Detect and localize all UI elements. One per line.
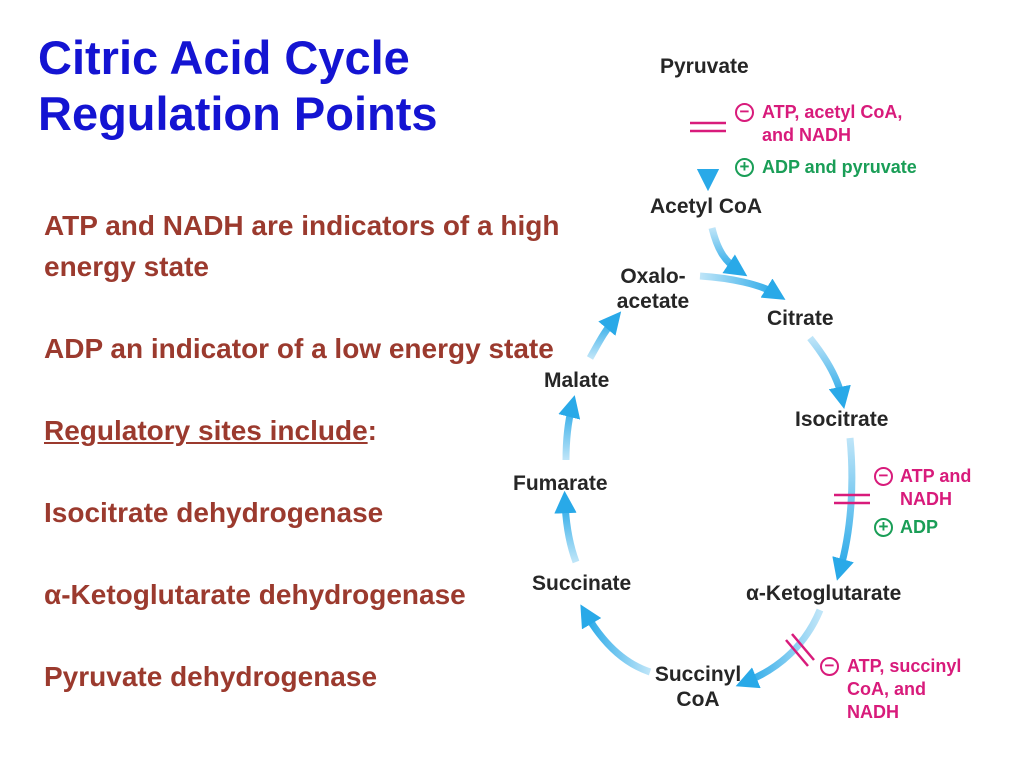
title-line-1: Citric Acid Cycle: [38, 31, 410, 84]
akgdh-inhibitors-line-3: NADH: [847, 702, 899, 722]
label-succinyl-coa: Succinyl CoA: [648, 662, 748, 712]
arrow-fumarate-to-malate: [558, 395, 581, 461]
label-succinate: Succinate: [532, 572, 632, 595]
idh-inhibition-bars: [834, 493, 870, 505]
minus-icon: −: [735, 103, 754, 122]
akgdh-inhibitors: ATP, succinyl CoA, and NADH: [847, 655, 961, 724]
plus-icon: +: [735, 158, 754, 177]
title-line-2: Regulation Points: [38, 87, 438, 140]
label-fumarate: Fumarate: [513, 472, 608, 495]
arrow-succinate-to-fumarate: [554, 490, 580, 564]
idh-inhibitors: ATP and NADH: [900, 465, 971, 511]
pdh-inhibitors: ATP, acetyl CoA, and NADH: [762, 101, 902, 147]
oxaloacetate-line-2: acetate: [616, 290, 690, 313]
arrow-succinyl-coa-to-succinate: [580, 604, 652, 676]
idh-inhibitors-line-1: ATP and: [900, 466, 972, 486]
note-low-energy: ADP an indicator of a low energy state: [44, 333, 554, 364]
arrow-acetyl-coa-to-citrate: [708, 227, 748, 277]
arrow-malate-to-oxaloacetate: [586, 311, 622, 360]
label-malate: Malate: [544, 369, 610, 392]
minus-icon: −: [874, 467, 893, 486]
site-alpha-ketoglutarate-dehydrogenase: α-Ketoglutarate dehydrogenase: [44, 579, 466, 610]
citric-acid-cycle-diagram: Pyruvate Acetyl CoA Oxalo- acetate Citra…: [490, 40, 1024, 760]
label-alpha-ketoglutarate: α-Ketoglutarate: [746, 582, 902, 605]
akgdh-inhibitors-line-2: CoA, and: [847, 679, 926, 699]
arrow-citrate-to-isocitrate: [807, 335, 851, 409]
label-isocitrate: Isocitrate: [795, 408, 889, 431]
label-oxaloacetate: Oxalo- acetate: [608, 264, 698, 314]
idh-activators: ADP: [900, 517, 939, 537]
sites-heading-text: Regulatory sites include: [44, 415, 368, 446]
sites-heading-colon: :: [367, 415, 377, 446]
note-high-energy: ATP and NADH are indicators of a high en…: [44, 210, 560, 282]
akgdh-inhibition-bars: [785, 633, 815, 667]
arrow-oxaloacetate-to-citrate: [699, 272, 786, 300]
site-isocitrate-dehydrogenase: Isocitrate dehydrogenase: [44, 497, 384, 528]
akgdh-inhibitors-line-1: ATP, succinyl: [847, 656, 962, 676]
label-citrate: Citrate: [767, 307, 834, 330]
cycle-arrows: [554, 82, 870, 689]
idh-inhibitors-line-2: NADH: [900, 489, 952, 509]
succinyl-coa-line-1: Succinyl: [654, 663, 742, 686]
oxaloacetate-line-1: Oxalo-: [620, 265, 686, 288]
pdh-activators: ADP and pyruvate: [762, 157, 917, 177]
site-pyruvate-dehydrogenase: Pyruvate dehydrogenase: [44, 661, 378, 692]
label-acetyl-coa: Acetyl CoA: [650, 195, 763, 218]
label-pyruvate: Pyruvate: [660, 55, 749, 78]
minus-icon: −: [820, 657, 839, 676]
pdh-inhibition-bars: [690, 121, 726, 133]
notes-panel: ATP and NADH are indicators of a high en…: [44, 205, 584, 738]
pdh-inhibitors-line-2: and NADH: [762, 125, 851, 145]
pdh-inhibitors-line-1: ATP, acetyl CoA,: [762, 102, 903, 122]
arrow-alpha-ketoglutarate-to-succinyl-coa: [735, 608, 824, 689]
slide-title: Citric Acid Cycle Regulation Points: [38, 30, 438, 142]
succinyl-coa-line-2: CoA: [676, 688, 720, 711]
plus-icon: +: [874, 518, 893, 537]
note-sites-heading: Regulatory sites include:: [44, 410, 584, 451]
